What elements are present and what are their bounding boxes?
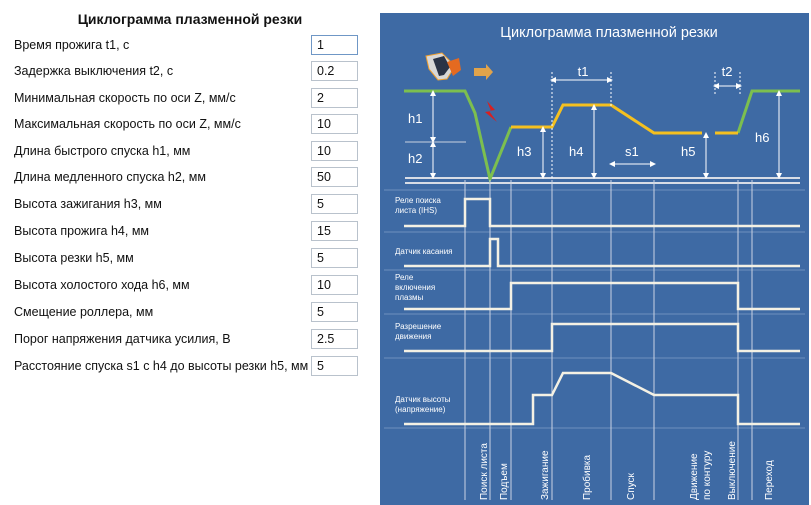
phase-label-ignition: Зажигание (540, 450, 551, 500)
phase-label-search: Поиск листа (479, 443, 490, 500)
field-label-roller-offset: Смещение роллера, мм (14, 305, 154, 319)
diagram-title: Циклограмма плазменной резки (500, 25, 717, 41)
cut-height-profile (511, 103, 702, 135)
input-h6[interactable] (311, 275, 358, 295)
field-label-t1: Время прожига t1, с (14, 38, 130, 52)
signal-trace-ihs (404, 197, 800, 228)
phase-label-lift: Подъем (499, 463, 510, 500)
field-label-min-speed: Минимальная скорость по оси Z, мм/с (14, 91, 236, 105)
signal-trace-height (404, 371, 800, 426)
signal-trace-touch (404, 237, 800, 268)
signal-label-motion-2: движения (395, 332, 431, 341)
dim-label-h5: h5 (681, 144, 695, 159)
field-row-s1: Расстояние спуска s1 с h4 до высоты резк… (0, 356, 380, 382)
field-row-t2: Задержка выключения t2, с (0, 61, 380, 87)
dim-label-h3: h3 (517, 144, 531, 159)
direction-arrow-icon (474, 64, 493, 80)
field-label-h2: Длина медленного спуска h2, мм (14, 170, 206, 184)
cyclogram-diagram: Циклограмма плазменной резки t1 t2 h1 (380, 13, 809, 505)
dim-label-h6: h6 (755, 130, 769, 145)
input-h5[interactable] (311, 248, 358, 268)
signal-label-height: Датчик высоты (395, 395, 451, 404)
field-row-h5: Высота резки h5, мм (0, 248, 380, 274)
field-row-h3: Высота зажигания h3, мм (0, 194, 380, 220)
phase-label-descent: Спуск (626, 472, 637, 500)
dim-label-h4: h4 (569, 144, 583, 159)
signal-label-ihs: Реле поиска (395, 196, 441, 205)
spark-icon (485, 101, 497, 122)
phase-label-motion-2: по контуру (702, 451, 713, 500)
dim-label-h1: h1 (408, 111, 422, 126)
input-max-speed[interactable] (311, 114, 358, 134)
input-h4[interactable] (311, 221, 358, 241)
height-profile-return (736, 89, 800, 134)
field-label-h3: Высота зажигания h3, мм (14, 197, 162, 211)
dim-label-s1: s1 (625, 144, 639, 159)
field-row-h6: Высота холостого хода h6, мм (0, 275, 380, 301)
field-label-t2: Задержка выключения t2, с (14, 64, 174, 78)
parameters-title: Циклограмма плазменной резки (77, 11, 303, 27)
field-row-h4: Высота прожига h4, мм (0, 221, 380, 247)
height-profile-descent (404, 89, 513, 185)
phase-label-pierce: Пробивка (581, 454, 593, 500)
input-h3[interactable] (311, 194, 358, 214)
field-label-force-threshold: Порог напряжения датчика усилия, В (14, 332, 231, 346)
signal-label-touch: Датчик касания (395, 247, 453, 256)
signal-trace-motion (404, 322, 800, 353)
signal-label-motion: Разрешение (395, 322, 442, 331)
input-s1[interactable] (311, 356, 358, 376)
phase-label-motion: Движение (689, 453, 700, 500)
field-label-s1: Расстояние спуска s1 с h4 до высоты резк… (14, 359, 309, 373)
input-min-speed[interactable] (311, 88, 358, 108)
field-row-max-speed: Максимальная скорость по оси Z, мм/с (0, 114, 380, 140)
signal-label-relay: Реле (395, 273, 414, 282)
field-row-min-speed: Минимальная скорость по оси Z, мм/с (0, 88, 380, 114)
field-row-roller-offset: Смещение роллера, мм (0, 302, 380, 328)
signal-label-relay-3: плазмы (395, 293, 424, 302)
input-t2[interactable] (311, 61, 358, 81)
field-label-h4: Высота прожига h4, мм (14, 224, 150, 238)
input-h1[interactable] (311, 141, 358, 161)
dim-label-h2: h2 (408, 151, 422, 166)
field-label-h1: Длина быстрого спуска h1, мм (14, 144, 191, 158)
field-label-max-speed: Максимальная скорость по оси Z, мм/с (14, 117, 241, 131)
input-h2[interactable] (311, 167, 358, 187)
field-row-force-threshold: Порог напряжения датчика усилия, В (0, 329, 380, 355)
cyclogram-svg: Циклограмма плазменной резки t1 t2 h1 (384, 25, 805, 500)
signal-label-relay-2: включения (395, 283, 435, 292)
field-row-t1: Время прожига t1, с (0, 35, 380, 61)
signal-label-ihs-2: листа (IHS) (395, 206, 437, 215)
phase-label-off: Выключение (727, 441, 738, 500)
input-t1[interactable] (311, 35, 358, 55)
torch-icon (425, 52, 461, 81)
field-row-h1: Длина быстрого спуска h1, мм (0, 141, 380, 167)
input-roller-offset[interactable] (311, 302, 358, 322)
phase-label-transition: Переход (764, 460, 775, 500)
field-label-h5: Высота резки h5, мм (14, 251, 134, 265)
phase-boundaries (464, 180, 753, 500)
field-label-h6: Высота холостого хода h6, мм (14, 278, 190, 292)
dim-label-t1: t1 (578, 64, 589, 79)
signal-label-height-2: (напряжение) (395, 405, 446, 414)
dim-label-t2: t2 (722, 64, 733, 79)
input-force-threshold[interactable] (311, 329, 358, 349)
field-row-h2: Длина медленного спуска h2, мм (0, 167, 380, 193)
signal-trace-relay (404, 281, 800, 311)
parameters-panel: Циклограмма плазменной резки Время прожи… (0, 0, 380, 505)
